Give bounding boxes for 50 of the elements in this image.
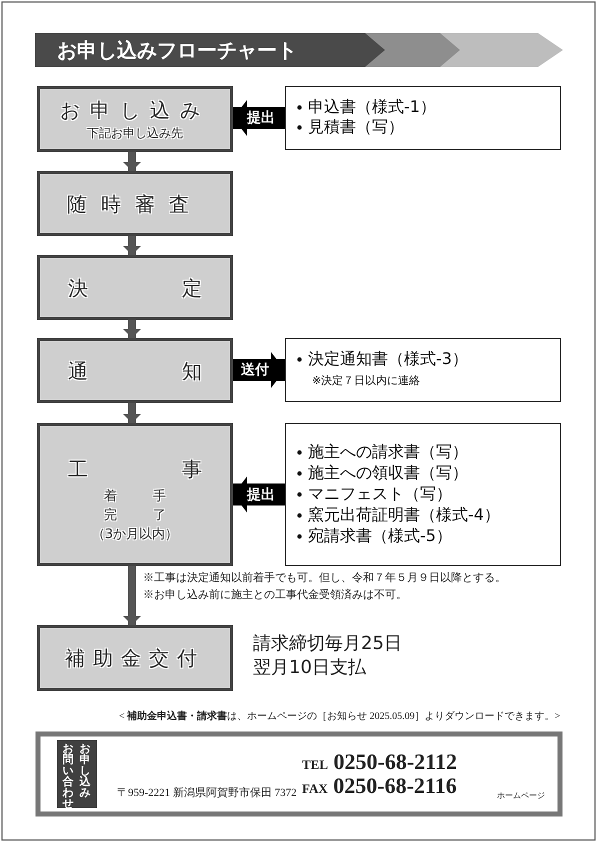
document-list-box: [285, 338, 561, 402]
box-title: 随時審査: [66, 190, 204, 216]
arrow: [233, 352, 285, 388]
box-title: お申し込み: [59, 97, 211, 123]
edge-label: 提出: [246, 486, 276, 504]
address-text: 〒959-2221 新潟県阿賀野市保田 7372: [117, 786, 297, 801]
tag-text: お申し込み: [79, 743, 91, 798]
box-subtitle: 下記お申し込み先: [86, 125, 184, 141]
list-item: マニフェスト（写）: [308, 483, 452, 504]
payment-note: 翌月10日支払: [253, 657, 366, 679]
note-text: ※お申し込み前に施主との工事代金受領済みは不可。: [143, 588, 407, 603]
box-title: 補助金交付: [64, 645, 206, 671]
box-title: 工事: [68, 456, 202, 482]
process-box: [37, 625, 233, 691]
box-title: 通知: [68, 358, 202, 384]
title: お申し込みフローチャート: [57, 37, 297, 63]
list-item: 決定通知書（様式-3）: [308, 349, 468, 369]
arrow: [233, 476, 285, 512]
note-text: ※工事は決定通知以前着手でも可。但し、令和７年５月９日以降とする。: [143, 571, 506, 586]
list-item: 施主への請求書（写）: [308, 441, 468, 462]
list-item: 申込書（様式-1）: [308, 97, 436, 117]
list-item: ※決定７日以内に連絡: [312, 373, 420, 389]
document-list-box: [285, 86, 561, 150]
list-item: 窯元出荷証明書（様式-4）: [308, 504, 500, 525]
qr-caption: ホームページ: [497, 790, 545, 802]
box-title: 決定: [68, 274, 202, 300]
edge-label: 送付: [240, 361, 270, 379]
payment-note: 請求締切毎月25日: [253, 633, 402, 655]
fax-number: FAX 0250-68-2116: [302, 773, 457, 800]
document-list-box: [285, 423, 561, 566]
download-note: < 補助金申込書・請求書は、ホームページの［お知らせ 2025.05.09］よりダウンロードできます。>: [119, 710, 560, 724]
box-subtitle: 着手: [104, 488, 166, 505]
arrow: [123, 236, 141, 255]
process-box: [37, 86, 233, 152]
arrow: [123, 320, 141, 338]
process-box: [37, 423, 233, 566]
arrow: [233, 100, 285, 136]
box-subtitle: （3か月以内）: [90, 526, 180, 543]
process-box: [37, 255, 233, 320]
arrow: [123, 152, 141, 171]
box-subtitle: 完了: [104, 507, 166, 524]
edge-label: 提出: [246, 109, 276, 127]
list-item: 宛請求書（様式-5）: [308, 525, 452, 546]
process-box: [37, 171, 233, 236]
phone-number: TEL 0250-68-2112: [302, 749, 457, 776]
process-box: [37, 338, 233, 403]
arrow: [123, 403, 141, 423]
list-item: 見積書（写）: [308, 117, 404, 137]
list-item: 施主への領収書（写）: [308, 462, 468, 483]
arrow: [123, 566, 141, 625]
